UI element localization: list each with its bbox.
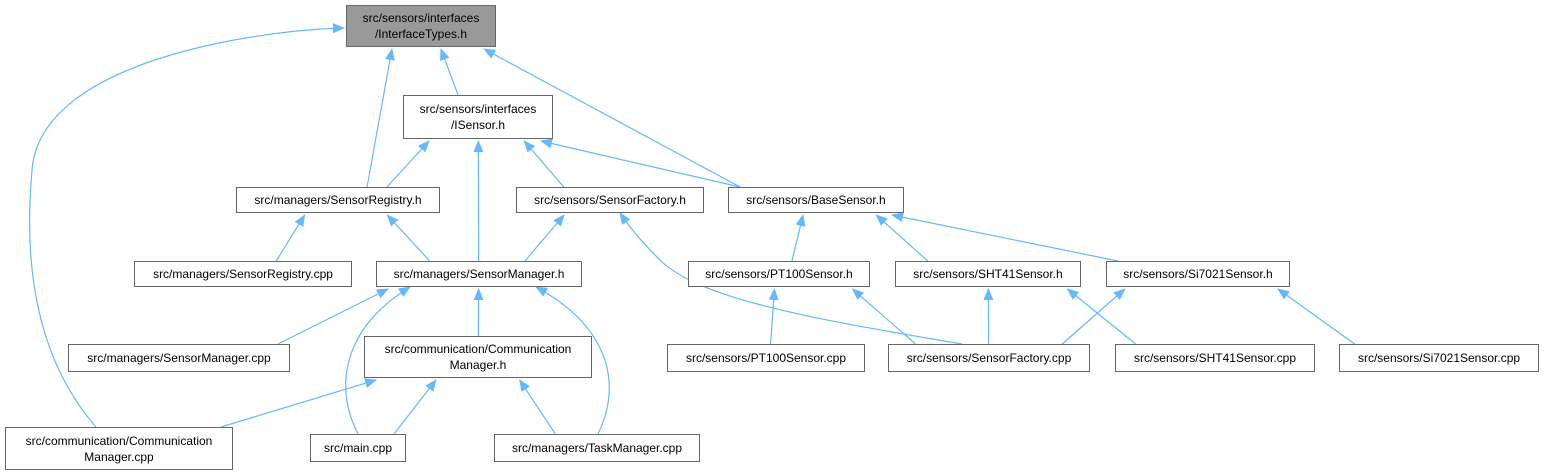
node-isensor-h[interactable]: src/sensors/interfaces/ISensor.h: [403, 95, 553, 139]
node-label-line: src/managers/SensorManager.cpp: [87, 351, 271, 365]
node-label-line: src/sensors/SHT41Sensor.cpp: [1133, 351, 1297, 365]
node-sensor-manager-h[interactable]: src/managers/SensorManager.h: [376, 261, 582, 287]
node-label-line: src/sensors/PT100Sensor.h: [705, 267, 853, 281]
node-label-line: src/main.cpp: [323, 441, 393, 455]
node-label-line: src/sensors/SHT41Sensor.h: [913, 267, 1063, 281]
edge-base-sensor-h-to-interface-types-h: [483, 48, 741, 188]
node-label-line: src/sensors/SensorFactory.cpp: [906, 351, 1072, 365]
edge-task-manager-cpp-to-communication-manager-h: [519, 379, 556, 435]
node-label-line: src/sensors/interfaces: [419, 102, 537, 116]
node-pt100-sensor-h[interactable]: src/sensors/PT100Sensor.h: [688, 261, 870, 287]
node-label-line: /ISensor.h: [450, 118, 506, 132]
node-sensor-registry-h[interactable]: src/managers/SensorRegistry.h: [236, 187, 440, 213]
edge-si7021-sensor-h-to-base-sensor-h: [891, 212, 1119, 262]
node-sht41-sensor-h[interactable]: src/sensors/SHT41Sensor.h: [895, 261, 1081, 287]
node-label-line: src/managers/SensorRegistry.h: [254, 193, 422, 207]
edge-sht41-sensor-cpp-to-sht41-sensor-h: [1066, 288, 1136, 345]
edge-communication-manager-cpp-to-interface-types-h: [29, 23, 345, 428]
node-label-line: src/sensors/Si7021Sensor.h: [1123, 267, 1273, 281]
node-label-line: src/communication/Communication: [25, 433, 213, 448]
node-sensor-manager-cpp[interactable]: src/managers/SensorManager.cpp: [68, 344, 290, 372]
edge-si7021-sensor-cpp-to-si7021-sensor-h: [1277, 288, 1355, 345]
node-label-line: src/sensors/PT100Sensor.cpp: [685, 351, 847, 365]
node-label-line: /InterfaceTypes.h: [374, 27, 468, 41]
node-label-line: src/sensors/BaseSensor.h: [746, 193, 886, 207]
edge-sht41-sensor-h-to-base-sensor-h: [875, 214, 929, 262]
node-label-line: Manager.h: [449, 358, 507, 372]
edge-pt100-sensor-cpp-to-pt100-sensor-h: [768, 288, 779, 345]
node-base-sensor-h[interactable]: src/sensors/BaseSensor.h: [728, 187, 904, 213]
node-label-line: src/managers/SensorManager.h: [393, 267, 565, 281]
node-sensor-factory-cpp[interactable]: src/sensors/SensorFactory.cpp: [888, 344, 1090, 372]
node-sensor-registry-cpp[interactable]: src/managers/SensorRegistry.cpp: [134, 261, 352, 287]
edge-sensor-manager-h-to-sensor-registry-h: [386, 214, 431, 262]
node-main-cpp[interactable]: src/main.cpp: [310, 434, 406, 462]
node-label-line: src/managers/SensorRegistry.cpp: [153, 267, 333, 281]
node-label-line: src/sensors/Si7021Sensor.cpp: [1357, 351, 1521, 365]
node-label-line: Manager.cpp: [84, 449, 154, 464]
node-task-manager-cpp[interactable]: src/managers/TaskManager.cpp: [494, 434, 700, 462]
node-label-line: src/communication/Communication: [384, 342, 572, 356]
edge-communication-manager-cpp-to-communication-manager-h: [220, 378, 377, 428]
node-label-line: src/sensors/interfaces: [362, 11, 480, 25]
node-si7021-sensor-cpp[interactable]: src/sensors/Si7021Sensor.cpp: [1339, 344, 1539, 372]
node-label-line: src/managers/TaskManager.cpp: [511, 441, 683, 455]
node-sensor-factory-h[interactable]: src/sensors/SensorFactory.h: [516, 187, 704, 213]
edge-sensor-factory-cpp-to-pt100-sensor-h: [851, 288, 916, 345]
node-label-line: src/sensors/SensorFactory.h: [534, 193, 686, 207]
edge-task-manager-cpp-to-sensor-manager-h: [535, 286, 610, 435]
node-sht41-sensor-cpp[interactable]: src/sensors/SHT41Sensor.cpp: [1115, 344, 1315, 372]
node-si7021-sensor-h[interactable]: src/sensors/Si7021Sensor.h: [1106, 261, 1290, 287]
edge-sensor-manager-h-to-sensor-factory-h: [524, 214, 565, 262]
edge-sensor-factory-h-to-isensor-h: [523, 140, 565, 188]
node-pt100-sensor-cpp[interactable]: src/sensors/PT100Sensor.cpp: [667, 344, 865, 372]
edge-main-cpp-to-communication-manager-h: [393, 379, 437, 435]
edge-sensor-manager-cpp-to-sensor-manager-h: [277, 288, 389, 345]
edge-pt100-sensor-h-to-base-sensor-h: [791, 214, 806, 262]
edge-main-cpp-to-sensor-manager-h: [345, 286, 411, 435]
edge-isensor-h-to-interface-types-h: [440, 48, 459, 96]
edge-sensor-registry-cpp-to-sensor-registry-h: [275, 214, 306, 262]
node-interface-types-h: src/sensors/interfaces/InterfaceTypes.h: [346, 5, 496, 47]
edge-base-sensor-h-to-isensor-h: [540, 138, 741, 188]
edge-sensor-factory-cpp-to-si7021-sensor-h: [1061, 288, 1126, 345]
edge-sensor-registry-h-to-interface-types-h: [366, 48, 395, 188]
edge-sensor-registry-h-to-isensor-h: [386, 140, 430, 188]
